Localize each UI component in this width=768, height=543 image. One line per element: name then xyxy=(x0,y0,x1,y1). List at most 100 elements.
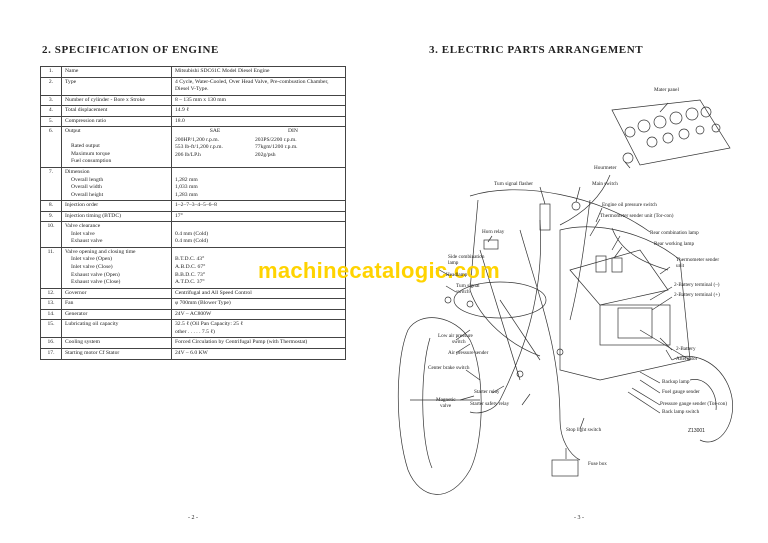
label-back-lamp-switch: Back lamp switch xyxy=(662,409,700,415)
spec-item-label: Cooling system xyxy=(65,339,100,346)
label-starter-relay: Starter relay xyxy=(474,389,500,395)
spec-item-label: Injection timing (BTDC) xyxy=(65,212,121,219)
label-pressure-gauge-sender: Pressure gauge sender (Tor-con) xyxy=(660,401,728,407)
spec-value: 4 Cycle, Water-Cooled, Over Head Valve, … xyxy=(175,78,329,93)
label-turn-signal-switch-line2: switch xyxy=(456,288,470,295)
label-hourmeter: Hourmeter xyxy=(594,165,617,171)
label-low-air-pressure-switch: Low air pressure switch xyxy=(438,333,473,345)
spec-sub-label: Maximum torque xyxy=(71,150,110,157)
spec-value: Forced Circulation by Centrifugal Pump (… xyxy=(175,339,308,346)
label-side-combination-lamp-line2: lamp xyxy=(448,259,459,266)
spec-item-label: Dimension xyxy=(65,169,90,176)
spec-item-cell: Type xyxy=(61,76,172,96)
output-values-row: 200HP/1,200 r.p.m. 203PS/2200 r.p.m. xyxy=(175,137,342,145)
spec-sub-value: 0.4 mm (Cold) xyxy=(175,230,209,237)
spec-value: Mitsubishi SDC61C Model Diesel Engine xyxy=(175,68,270,74)
spec-item-label: Total displacement xyxy=(65,107,108,114)
label-battery: 2-Battery xyxy=(676,346,696,352)
din-value: 203PS/2200 r.p.m. xyxy=(255,136,297,143)
spec-sub-value: 1,282 mm xyxy=(175,176,198,183)
spec-item-label: Generator xyxy=(65,310,88,317)
label-stop-light-switch: Stop light switch xyxy=(566,427,602,433)
label-battery-terminal-plus: 2-Battery terminal (+) xyxy=(674,292,720,298)
spec-row-number: 11. xyxy=(40,246,62,289)
sae-value: 200HP/1,200 r.p.m. xyxy=(175,136,219,143)
spec-item-label: Output xyxy=(65,128,81,135)
label-rear-combination-lamp: Rear combination lamp xyxy=(650,230,699,236)
spec-value-line2: other . . . . . 7.5 ℓ) xyxy=(175,328,215,335)
label-alternator: Alternator xyxy=(676,356,698,362)
spec-item-label: Starting motor Cf Stator xyxy=(65,349,120,356)
label-air-pressure-sender: Air pressure sender xyxy=(448,350,489,356)
spec-item-label: Valve opening and closing time xyxy=(65,248,136,255)
spec-item-label: Valve clearance xyxy=(65,223,101,230)
page-number-left: - 2 - xyxy=(188,515,198,521)
spec-item-label: Number of cylinder - Bore x Stroke xyxy=(65,96,145,103)
label-headlamp: Headlamp xyxy=(446,272,468,278)
spec-item-label: Fan xyxy=(65,300,74,307)
spec-sub-label: Exhaust valve xyxy=(71,238,103,245)
spec-value: 14.9 ℓ xyxy=(175,107,189,114)
spec-sub-label: Overall width xyxy=(71,184,102,191)
label-thermometer-sender-torcon: Thermometer sender unit (Tor-con) xyxy=(600,213,674,219)
din-header: DIN xyxy=(288,128,298,135)
label-fuse-box: Fuse box xyxy=(588,461,607,467)
sae-header: SAE xyxy=(209,128,221,135)
label-thermometer-sender-line1: Thermometer sender xyxy=(676,257,720,263)
label-main-switch: Main switch xyxy=(592,181,618,187)
watermark: machinecatalogic.com xyxy=(258,258,500,283)
meter-panel-drawing xyxy=(611,99,731,166)
spec-sub-label: Inlet valve (Open) xyxy=(71,256,113,263)
label-low-air-pressure-switch-line1: Low air pressure xyxy=(438,333,473,339)
label-horn-relay: Horn relay xyxy=(482,229,505,235)
spec-item-label: Injection order xyxy=(65,202,99,209)
spec-value: 1–2–7–3–4–5–6–8 xyxy=(175,202,217,209)
electric-parts-heading: 3. ELECTRIC PARTS ARRANGEMENT xyxy=(429,44,644,56)
spec-value: Centrifugal and All Speed Control xyxy=(175,289,252,296)
spec-sub-label: Overall height xyxy=(71,191,104,198)
label-low-air-pressure-switch-line2: switch xyxy=(452,338,466,345)
label-fuel-gauge-sender: Fuel gauge sender xyxy=(662,389,700,395)
sae-value: 553 lb-ft/1,200 r.p.m. xyxy=(175,144,223,151)
right-page: 3. ELECTRIC PARTS ARRANGEMENT - 3 - xyxy=(384,0,768,543)
label-backup-lamp: Backup lamp xyxy=(662,379,690,385)
label-turn-signal-switch: Turn signal switch xyxy=(456,283,480,295)
spec-value: 24V – 6.0 KW xyxy=(175,349,208,356)
spec-sub-value: A.B.D.C. 67° xyxy=(175,264,206,271)
spec-sub-value: B.B.D.C. 73° xyxy=(175,271,206,278)
spec-sub-value: A.T.D.C. 37° xyxy=(175,279,205,286)
spec-sub-label: Fuel consumption xyxy=(71,158,112,165)
label-side-combination-lamp-line1: Side combination xyxy=(448,254,485,260)
spec-row-number: 2. xyxy=(40,76,62,96)
spec-value-cell: 0.4 mm (Cold)0.4 mm (Cold) xyxy=(171,221,346,248)
spec-item-label: Compression ratio xyxy=(65,117,107,124)
label-magnetic-valve-line1: Magnetic xyxy=(436,397,456,403)
figure-code: Z13001 xyxy=(688,428,705,434)
spec-sub-label: Exhaust valve (Open) xyxy=(71,271,120,278)
spec-sub-value: B.T.D.C. 43° xyxy=(175,256,205,263)
spec-item-label: Governor xyxy=(65,289,87,296)
label-rear-working-lamp: Rear working lamp xyxy=(654,241,695,247)
spec-sub-value: 1,033 mm xyxy=(175,184,198,191)
spec-value-cell: 24V – 6.0 KW xyxy=(171,347,346,360)
label-side-combination-lamp: Side combination lamp xyxy=(448,254,485,266)
spec-sub-label: Inlet valve xyxy=(71,230,95,237)
page-number-right: - 3 - xyxy=(574,515,584,521)
output-values-row: 553 lb-ft/1,200 r.p.m.77kgm/1200 r.p.m. xyxy=(175,144,342,152)
label-thermometer-sender: Thermometer sender unit xyxy=(676,257,720,269)
